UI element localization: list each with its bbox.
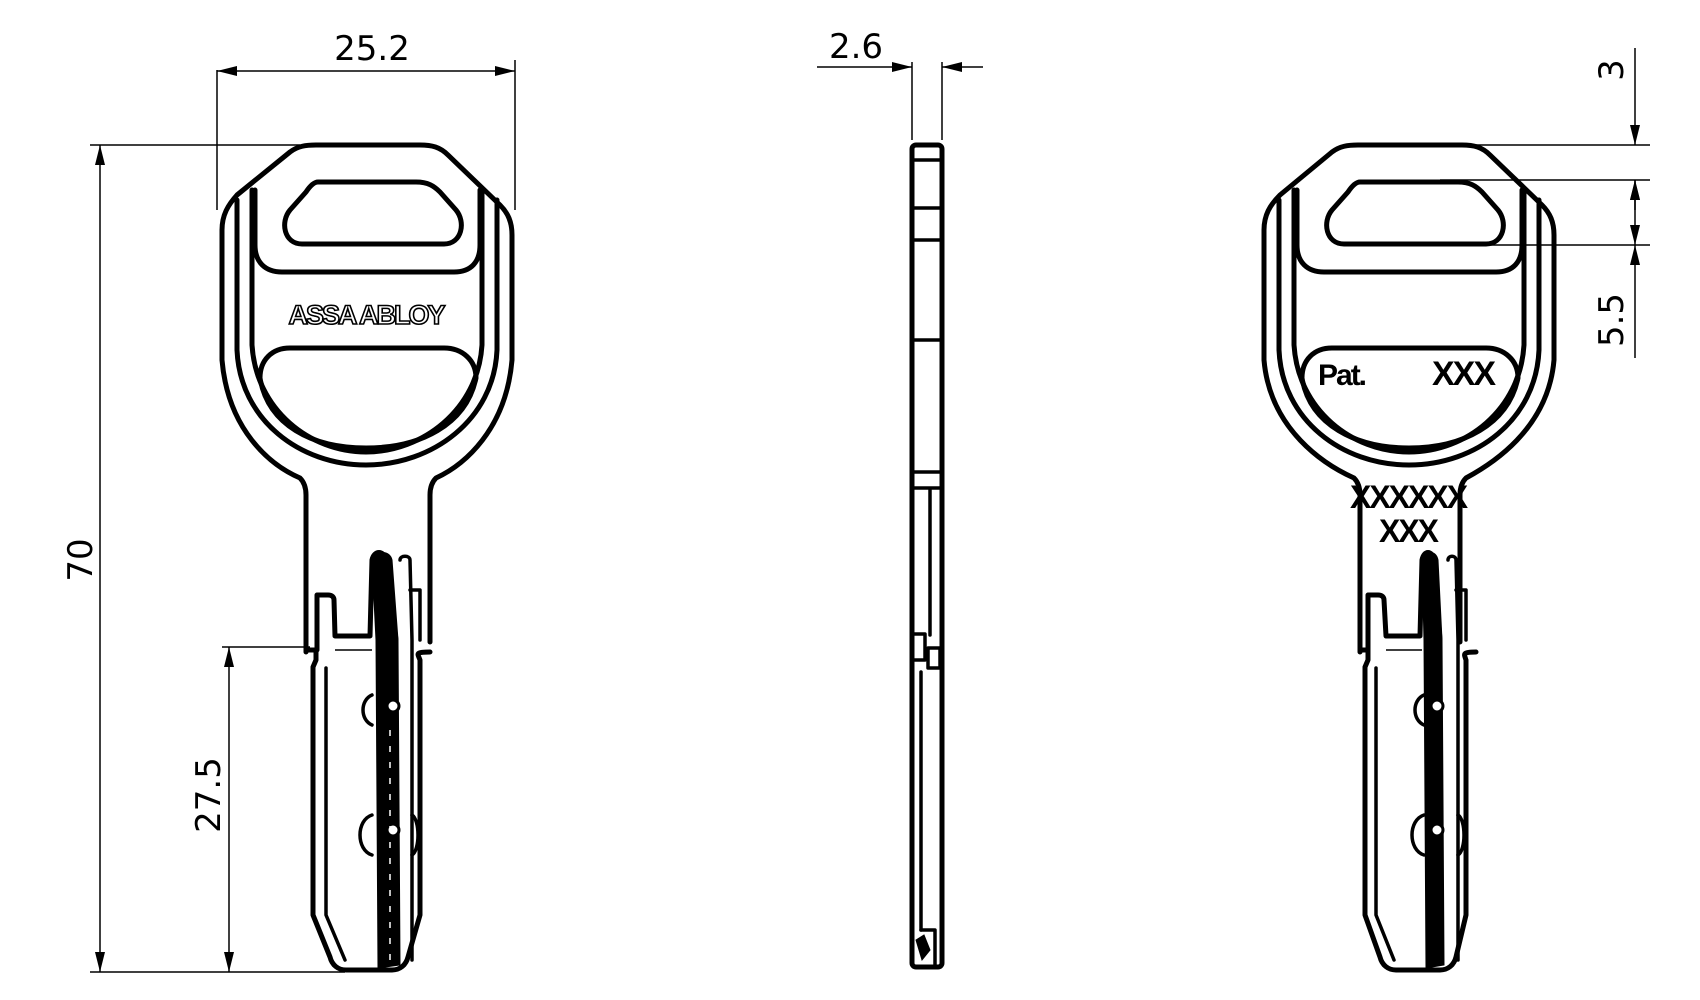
key-ring-window [252, 187, 483, 275]
svg-text:70: 70 [61, 538, 101, 581]
svg-text:5.5: 5.5 [1592, 293, 1632, 347]
dimension-thickness: 2.6 [817, 27, 983, 140]
serial-line-1: XXXXXX [1350, 479, 1469, 515]
dimension-top-to-hole: 3 [1440, 48, 1650, 210]
dimension-head-width: 25.2 [216, 29, 516, 210]
back-view: Pat. XXX XXXXXX XXX [1261, 142, 1557, 973]
front-key-outline [219, 142, 515, 655]
svg-text:27.5: 27.5 [189, 757, 229, 833]
brand-logo: ASSA ABLOY [288, 300, 445, 330]
side-key-outline [909, 142, 945, 970]
serial-line-2: XXX [1379, 513, 1440, 549]
patent-label: Pat. [1318, 359, 1366, 392]
svg-text:25.2: 25.2 [334, 29, 410, 69]
key-hole-back [1324, 179, 1506, 247]
front-blade [303, 550, 433, 973]
svg-text:3: 3 [1592, 59, 1632, 81]
side-view [909, 142, 945, 970]
code-label: XXX [1432, 355, 1496, 393]
svg-text:2.6: 2.6 [829, 27, 883, 67]
back-key-outline [1261, 142, 1557, 655]
dimension-hole-height: 5.5 [1490, 180, 1650, 358]
dimension-blade-length: 27.5 [189, 646, 310, 972]
key-hole [282, 179, 464, 247]
front-view: ASSA ABLOY [219, 142, 515, 973]
back-blade [1357, 550, 1479, 973]
dimension-overall-length: 70 [61, 144, 345, 973]
